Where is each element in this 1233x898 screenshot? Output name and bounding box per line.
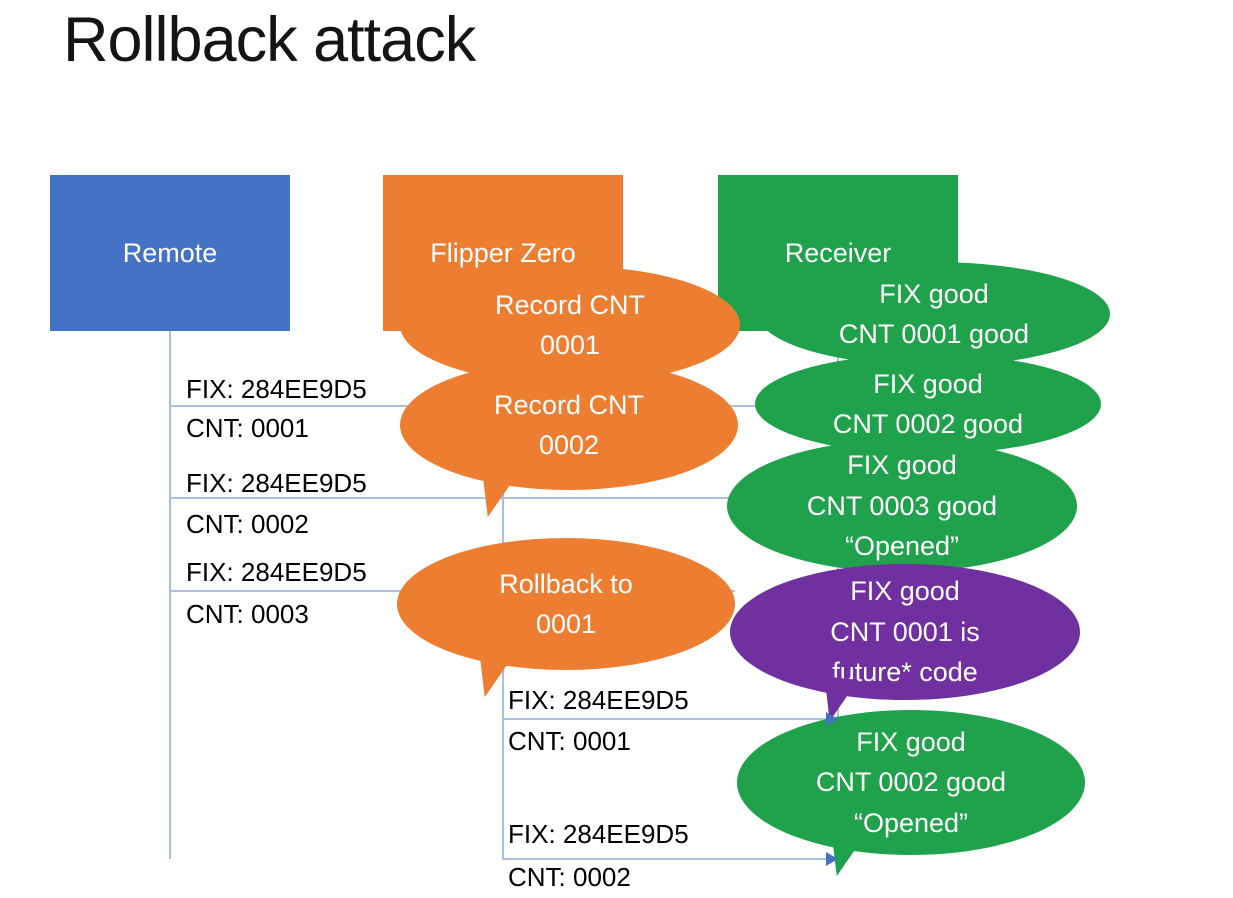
actor-label-flipper-zero: Flipper Zero [430,237,576,268]
message-line-5 [502,858,828,860]
msg4-cnt-label: CNT: 0001 [508,726,631,756]
msg1-cnt-label: CNT: 0001 [186,413,309,443]
bubble-fix-good-cnt-0002-good-opened: FIX good CNT 0002 good “Opened” [737,710,1085,855]
msg3-cnt-label: CNT: 0003 [186,599,309,629]
msg3-fix-label: FIX: 284EE9D5 [186,557,367,587]
actor-box-remote: Remote [50,175,290,331]
actor-label-receiver: Receiver [784,237,892,268]
bubble-fix-good-cnt-0003-good-opened: FIX good CNT 0003 good “Opened” [727,440,1077,572]
bubble-fix-good-cnt-0001-future-code: FIX good CNT 0001 is future* code [730,564,1080,700]
arrowhead-message-5 [826,852,838,866]
slide-title: Rollback attack [63,5,476,75]
message-line-2 [169,497,730,499]
remote-lifeline [169,331,171,859]
bubble-fix-good-cnt-0002-good: FIX good CNT 0002 good [755,354,1101,454]
msg1-fix-label: FIX: 284EE9D5 [186,374,367,404]
msg2-cnt-label: CNT: 0002 [186,509,309,539]
msg2-fix-label: FIX: 284EE9D5 [186,468,367,498]
bubble-rollback-to-0001: Rollback to 0001 [397,538,735,670]
msg4-fix-label: FIX: 284EE9D5 [508,685,689,715]
message-line-4 [502,718,828,720]
bubble-record-cnt-0002: Record CNT 0002 [400,360,738,490]
bubble-fix-good-cnt-0001-good: FIX good CNT 0001 good [758,262,1110,366]
arrowhead-message-4 [826,712,838,726]
msg5-cnt-label: CNT: 0002 [508,862,631,892]
msg5-fix-label: FIX: 284EE9D5 [508,819,689,849]
actor-label-remote: Remote [122,237,218,268]
